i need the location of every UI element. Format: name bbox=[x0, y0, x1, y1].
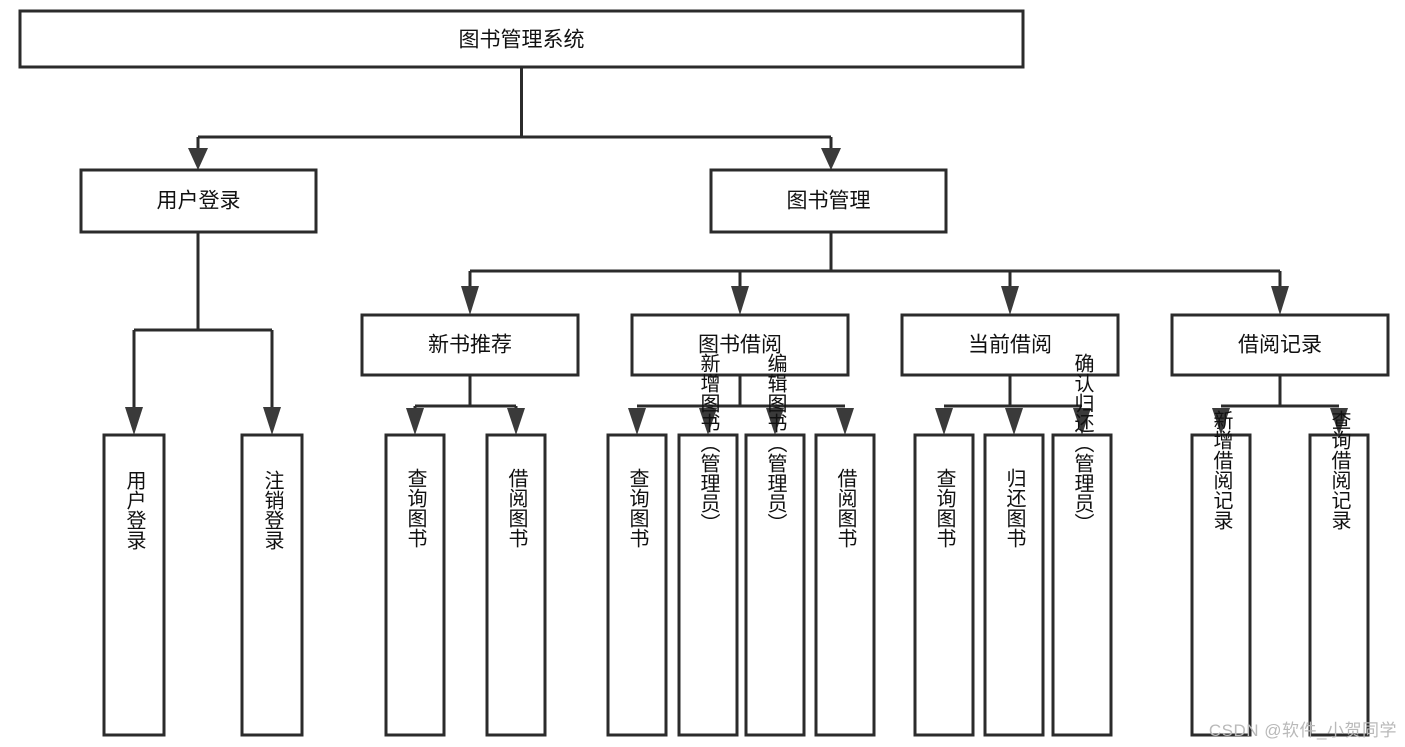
edge-group-borrow-record-to-leaves bbox=[1212, 375, 1348, 435]
node-user-login-label: 用户登录 bbox=[157, 190, 241, 213]
node-book-manage-box[interactable] bbox=[709, 168, 948, 234]
edge-group-book-borrow-to-leaves bbox=[628, 375, 854, 435]
node-book-manage-label: 图书管理 bbox=[787, 190, 871, 213]
node-leaf-logout-login-label: 注销登录 bbox=[261, 470, 284, 550]
node-book-borrow-label: 图书借阅 bbox=[698, 334, 782, 357]
node-borrow-record-label: 借阅记录 bbox=[1238, 334, 1322, 357]
edge-group-current-borrow-to-leaves bbox=[935, 375, 1091, 435]
arrow-to-book-manage bbox=[821, 148, 841, 170]
node-leaf-query-borrow-record[interactable]: 查询借阅记录 bbox=[1308, 410, 1370, 737]
arrow-to-book-borrow bbox=[731, 286, 749, 315]
node-leaf-query-book-2[interactable]: 查询图书 bbox=[606, 433, 668, 737]
node-leaf-add-book-label: 新增图书（管理员） bbox=[697, 353, 720, 533]
arrow-to-leaf-query-book-2 bbox=[628, 408, 646, 435]
node-user-login[interactable]: 用户登录 bbox=[79, 168, 318, 234]
node-leaf-return-book-box[interactable] bbox=[983, 433, 1045, 737]
node-leaf-add-borrow-record-label: 新增借阅记录 bbox=[1210, 410, 1233, 530]
node-leaf-add-book-box[interactable] bbox=[677, 433, 739, 737]
node-leaf-user-login[interactable]: 用户登录 bbox=[102, 433, 166, 737]
node-new-book-recommend-label: 新书推荐 bbox=[428, 334, 512, 357]
node-current-borrow-box[interactable] bbox=[900, 313, 1120, 377]
arrow-to-leaf-logout-login bbox=[263, 407, 281, 435]
node-leaf-user-login-label: 用户登录 bbox=[123, 470, 146, 550]
node-leaf-confirm-return-label: 确认归还（管理员） bbox=[1071, 353, 1094, 533]
node-leaf-query-book-2-box[interactable] bbox=[606, 433, 668, 737]
arrow-to-borrow-record bbox=[1271, 286, 1289, 315]
edge-group-user-login-to-leaves bbox=[125, 232, 281, 435]
node-leaf-query-borrow-record-label: 查询借阅记录 bbox=[1328, 410, 1351, 530]
arrow-to-leaf-add-book bbox=[699, 408, 717, 435]
arrow-to-leaf-query-borrow-record bbox=[1330, 408, 1348, 435]
node-leaf-add-book[interactable]: 新增图书（管理员） bbox=[677, 353, 739, 737]
arrow-to-leaf-user-login bbox=[125, 407, 143, 435]
node-leaf-confirm-return-box[interactable] bbox=[1051, 433, 1113, 737]
node-leaf-query-borrow-record-box[interactable] bbox=[1308, 433, 1370, 737]
arrow-to-leaf-query-book-1 bbox=[406, 408, 424, 435]
node-new-book-recommend-box[interactable] bbox=[360, 313, 580, 377]
node-root[interactable]: 图书管理系统 bbox=[18, 9, 1025, 69]
node-root-label: 图书管理系统 bbox=[459, 29, 585, 52]
arrow-to-leaf-query-book-3 bbox=[935, 408, 953, 435]
node-leaf-query-book-3[interactable]: 查询图书 bbox=[913, 433, 975, 737]
edge-group-root-to-level2 bbox=[188, 67, 841, 170]
node-leaf-logout-login[interactable]: 注销登录 bbox=[240, 433, 304, 737]
node-leaf-borrow-book-2-label: 借阅图书 bbox=[834, 468, 857, 548]
arrow-to-leaf-borrow-book-2 bbox=[836, 408, 854, 435]
node-book-manage[interactable]: 图书管理 bbox=[709, 168, 948, 234]
node-root-box[interactable] bbox=[18, 9, 1025, 69]
node-current-borrow[interactable]: 当前借阅 bbox=[900, 313, 1120, 377]
node-leaf-query-book-1-box[interactable] bbox=[384, 433, 446, 737]
node-leaf-edit-book[interactable]: 编辑图书（管理员） bbox=[744, 353, 806, 737]
edge-group-new-book-recommend-to-leaves bbox=[406, 375, 525, 435]
node-leaf-query-book-1-label: 查询图书 bbox=[404, 468, 427, 548]
node-leaf-edit-book-box[interactable] bbox=[744, 433, 806, 737]
node-new-book-recommend[interactable]: 新书推荐 bbox=[360, 313, 580, 377]
arrow-to-current-borrow bbox=[1001, 286, 1019, 315]
node-leaf-borrow-book-1[interactable]: 借阅图书 bbox=[485, 433, 547, 737]
arrow-to-new-book-recommend bbox=[461, 286, 479, 315]
node-leaf-query-book-2-label: 查询图书 bbox=[626, 468, 649, 548]
node-leaf-query-book-3-label: 查询图书 bbox=[933, 468, 956, 548]
node-borrow-record-box[interactable] bbox=[1170, 313, 1390, 377]
node-leaf-confirm-return[interactable]: 确认归还（管理员） bbox=[1051, 353, 1113, 737]
node-leaf-user-login-box[interactable] bbox=[102, 433, 166, 737]
arrow-to-leaf-return-book bbox=[1005, 408, 1023, 435]
arrow-to-leaf-confirm-return bbox=[1073, 408, 1091, 435]
node-leaf-add-borrow-record[interactable]: 新增借阅记录 bbox=[1190, 410, 1252, 737]
node-leaf-return-book[interactable]: 归还图书 bbox=[983, 433, 1045, 737]
arrow-to-leaf-edit-book bbox=[766, 408, 784, 435]
node-leaf-borrow-book-2-box[interactable] bbox=[814, 433, 876, 737]
arrow-to-user-login bbox=[188, 148, 208, 170]
node-leaf-edit-book-label: 编辑图书（管理员） bbox=[764, 353, 787, 533]
node-leaf-borrow-book-1-box[interactable] bbox=[485, 433, 547, 737]
node-leaf-logout-login-box[interactable] bbox=[240, 433, 304, 737]
node-leaf-query-book-1[interactable]: 查询图书 bbox=[384, 433, 446, 737]
node-leaf-borrow-book-1-label: 借阅图书 bbox=[505, 468, 528, 548]
node-leaf-add-borrow-record-box[interactable] bbox=[1190, 433, 1252, 737]
node-book-borrow-box[interactable] bbox=[630, 313, 850, 377]
node-borrow-record[interactable]: 借阅记录 bbox=[1170, 313, 1390, 377]
arrow-to-leaf-borrow-book-1 bbox=[507, 408, 525, 435]
node-leaf-query-book-3-box[interactable] bbox=[913, 433, 975, 737]
node-user-login-box[interactable] bbox=[79, 168, 318, 234]
node-leaf-borrow-book-2[interactable]: 借阅图书 bbox=[814, 433, 876, 737]
node-current-borrow-label: 当前借阅 bbox=[968, 334, 1052, 357]
csdn-watermark: CSDN @软件_小贺同学 bbox=[1208, 721, 1397, 740]
arrow-to-leaf-add-borrow-record bbox=[1212, 408, 1230, 435]
node-book-borrow[interactable]: 图书借阅 bbox=[630, 313, 850, 377]
node-leaf-return-book-label: 归还图书 bbox=[1003, 468, 1026, 548]
edge-group-book-manage-to-level3 bbox=[461, 232, 1289, 315]
